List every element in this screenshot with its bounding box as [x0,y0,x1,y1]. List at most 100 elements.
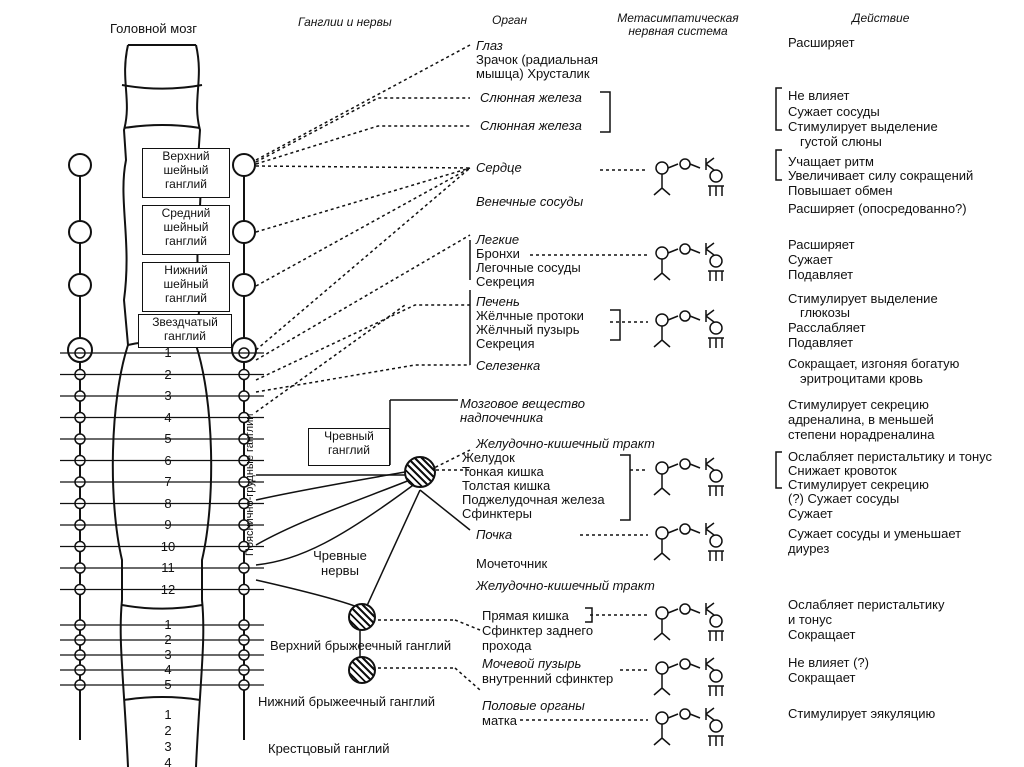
action-8: Повышает обмен [788,183,893,198]
action-1: Расширяет [788,35,855,50]
action-21: степени норадреналина [788,427,935,442]
action-3: Сужает сосуды [788,104,880,119]
header-metasympathetic: Метасимпатическая нервная система [617,11,739,38]
action-31: Сокращает [788,627,856,642]
action-33: Сокращает [788,670,856,685]
organ-pancreas: Поджелудочная железа [462,492,605,507]
action-7: Увеличивает силу сокращений [788,168,974,183]
action-12: Подавляет [788,267,854,282]
organ-salivary-1: Слюнная железа [480,90,582,105]
action-17: Сокращает, изгоняя богатую [788,356,960,371]
spinal-cord-left-edge [111,44,130,767]
action-27: Сужает сосуды и уменьшает [788,526,962,541]
segment-label-sacral-1: 1 [164,707,172,722]
action-6: Учащает ритм [788,154,874,169]
header-brain: Головной мозг [110,21,197,36]
action-14: глюкозы [800,305,851,320]
action-18: эритроцитами кровь [800,371,923,386]
right-upper-cervical-node [232,153,256,177]
organ-stomach: Желудок [462,450,515,465]
organ-gi-tract-1: Желудочно-кишечный тракт [476,436,655,451]
metasympathetic-neuron-icon [653,309,724,348]
segment-label-sacral-2: 2 [164,723,172,738]
action-5: густой слюны [800,134,882,149]
sup-mesenteric-node [348,603,376,631]
metasympathetic-neuron-icon [653,457,724,496]
action-20: адреналина, в меньшей [788,412,934,427]
action-2: Не влияет [788,88,850,103]
organ-eye: Глаз [476,38,503,53]
segment-label-thoracic-2: 2 [164,366,172,382]
organ-lungs: Легкие [476,232,520,247]
organ-pupil: Зрачок (радиальная [476,52,599,67]
segment-label-thoracic-7: 7 [164,474,172,489]
metasympathetic-neuron-icon [653,602,724,641]
organ-spleen: Селезенка [476,358,541,373]
action-22: Ослабляет перистальтику и тонус [788,449,993,464]
organ-large-intestine: Толстая кишка [462,478,551,493]
organ-salivary-2: Слюнная железа [480,118,582,133]
organ-rectum: Прямая кишка [482,608,569,623]
header-ganglia: Ганглии и нервы [298,15,392,29]
action-26: Сужает [788,506,833,521]
segment-label-thoracic-5: 5 [164,431,172,446]
segment-label-thoracic-11: 11 [161,560,175,575]
organ-kidney: Почка [476,527,513,542]
metasympathetic-neuron-icon [653,157,724,196]
sacral-ganglion-label: Крестцовый ганглий [268,741,390,756]
header-organ: Орган [492,13,528,27]
segment-label-lumbar-5: 5 [164,677,172,692]
organ-internal-sphincter: внутренний сфинктер [482,671,614,686]
segment-label-thoracic-12: 12 [160,581,176,597]
segment-label-sacral-3: 3 [164,739,172,754]
organ-bronchi: Бронхи [476,246,520,261]
metasympathetic-neuron-icon [653,242,724,281]
metasympathetic-neuron-icon [653,707,724,746]
organ-genitals: Половые органы [482,698,585,713]
organ-lens: мышца) Хрусталик [476,66,590,81]
left-upper-cervical-node [68,153,92,177]
celiac-plexus-node [404,456,436,488]
organ-secretion-1: Секреция [476,274,535,289]
organ-bile-ducts: Жёлчные протоки [476,308,584,323]
segment-label-thoracic-10: 10 [160,538,176,554]
segment-label-lumbar-4: 4 [164,662,172,677]
action-24: Стимулирует секрецию [788,477,929,492]
spinal-cord-right-edge [194,44,213,767]
organ-adrenal-1: Мозговое вещество [460,396,585,411]
segment-label-lumbar-2: 2 [164,632,172,647]
action-13: Стимулирует выделение [788,291,938,306]
segment-label-lumbar-3: 3 [164,647,172,662]
header-action: Действие [852,11,910,25]
organ-bladder: Мочевой пузырь [482,656,582,671]
action-19: Стимулирует секрецию [788,397,929,412]
organ-anal-sphincter-2: прохода [482,638,532,653]
segment-label-thoracic-3: 3 [164,388,172,403]
celiac-nerves-label: Чревные нервы [313,548,367,578]
action-34: Стимулирует эякуляцию [788,706,936,721]
action-10: Расширяет [788,237,855,252]
organ-gi-tract-2: Желудочно-кишечный тракт [476,578,655,593]
organ-pulm-vessels: Легочные сосуды [476,260,581,275]
inf-mesenteric-label: Нижний брыжеечный ганглий [258,694,436,709]
organ-heart: Сердце [476,160,522,175]
segment-label-thoracic-4: 4 [164,409,172,425]
segment-label-thoracic-9: 9 [164,517,172,532]
organ-secretion-2: Секреция [476,336,535,351]
chain-ganglia-label: Пояснично-грудные ганглии [244,413,256,556]
action-29: Ослабляет перистальтику [788,597,945,612]
segment-label-sacral-4: 4 [164,755,172,767]
inf-mesenteric-node [348,656,376,684]
segment-label-thoracic-6: 6 [164,452,172,468]
action-15: Расслабляет [788,320,866,335]
metasympathetic-neuron-icon [653,657,724,696]
organ-coronary: Венечные сосуды [476,194,584,209]
action-4: Стимулирует выделение [788,119,938,134]
organ-adrenal-2: надпочечника [460,410,544,425]
